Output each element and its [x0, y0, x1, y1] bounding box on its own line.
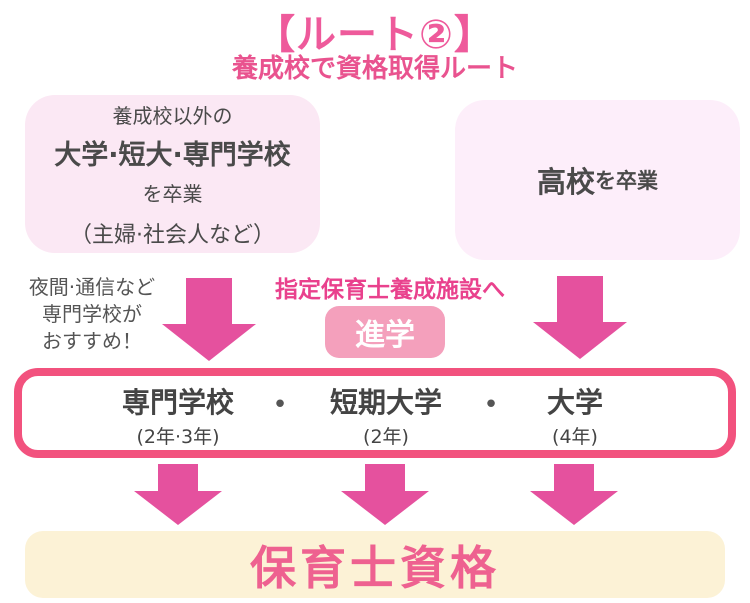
school-name: 専門学校 — [121, 386, 235, 419]
recommendation-note: 夜間·通信など 専門学校が おすすめ！ — [8, 274, 176, 355]
arrow-shaft — [554, 464, 594, 491]
school-years: (2年) — [363, 426, 409, 448]
non-training-school-line2: 大学·短大·専門学校 — [54, 139, 291, 171]
arrow-head — [530, 491, 618, 525]
non-training-school-box: 養成校以外の 大学·短大·専門学校 を卒業 （主婦·社会人など） — [25, 95, 320, 253]
training-schools-box: 専門学校 (2年·3年) • 短期大学 (2年) • 大学 (4年) — [14, 368, 736, 458]
page-subtitle: 養成校で資格取得ルート — [231, 54, 518, 84]
school-vocational: 専門学校 (2年·3年) — [122, 381, 234, 449]
school-years: (2年·3年) — [136, 426, 220, 448]
down-arrow-icon — [341, 464, 429, 525]
down-arrow-icon — [162, 278, 256, 361]
arrow-shaft — [557, 276, 603, 322]
high-school-suffix: を卒業 — [595, 169, 658, 193]
arrow-shaft — [186, 278, 232, 324]
arrow-head — [162, 324, 256, 361]
arrow-shaft — [158, 464, 198, 491]
recommendation-note-line2: 専門学校が — [42, 302, 142, 326]
enter-school-badge: 進学 — [325, 306, 445, 358]
non-training-school-line3: を卒業 — [142, 181, 203, 206]
school-years: (4年) — [552, 426, 598, 448]
training-facility-label: 指定保育士養成施設へ — [275, 277, 505, 303]
separator-dot: • — [483, 390, 499, 420]
school-university: 大学 (4年) — [547, 381, 603, 449]
school-name: 大学 — [546, 386, 604, 419]
down-arrow-icon — [530, 464, 618, 525]
arrow-shaft — [365, 464, 405, 491]
school-name: 短期大学 — [329, 386, 443, 419]
recommendation-note-line1: 夜間·通信など — [28, 275, 156, 299]
non-training-school-line1: 養成校以外の — [112, 103, 233, 128]
arrow-head — [341, 491, 429, 525]
non-training-school-line4: （主婦·社会人など） — [70, 222, 275, 248]
qualification-result-box: 保育士資格 — [25, 531, 725, 598]
qualification-result-label: 保育士資格 — [250, 540, 500, 595]
arrow-head — [134, 491, 222, 525]
down-arrow-icon — [533, 276, 627, 359]
school-junior-college: 短期大学 (2年) — [330, 381, 442, 449]
down-arrow-icon — [134, 464, 222, 525]
high-school-label: 高校 — [536, 165, 595, 199]
enter-school-badge-label: 進学 — [355, 318, 415, 353]
separator-dot: • — [272, 390, 288, 420]
page-title: 【ルート②】 — [255, 12, 495, 58]
arrow-head — [533, 322, 627, 359]
recommendation-note-line3: おすすめ！ — [42, 329, 142, 353]
high-school-box: 高校 を卒業 — [455, 100, 740, 260]
